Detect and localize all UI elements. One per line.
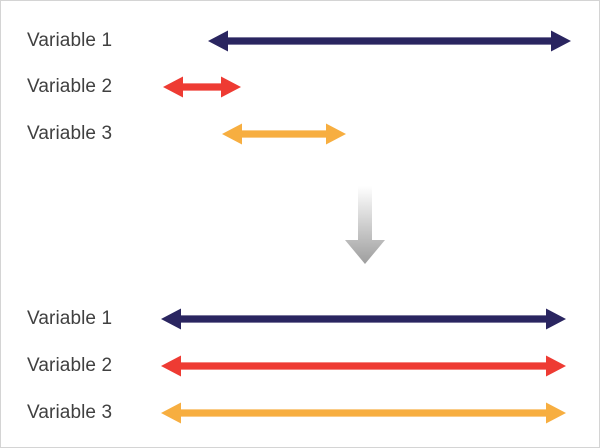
double-arrow-variable-3-bottom <box>161 402 566 424</box>
row-label-variable-2-bottom: Variable 2 <box>27 355 113 376</box>
row-label-variable-1-bottom: Variable 1 <box>27 308 113 329</box>
double-arrow-variable-1-top <box>208 30 571 52</box>
row-label-variable-1-top: Variable 1 <box>27 30 113 51</box>
row-label-variable-3-top: Variable 3 <box>27 123 113 144</box>
row-label-variable-3-bottom: Variable 3 <box>27 402 113 423</box>
double-arrow-variable-2-bottom <box>161 355 566 377</box>
double-arrow-variable-1-bottom <box>161 308 566 330</box>
down-arrow-gradient-icon <box>345 186 385 264</box>
double-arrow-variable-3-top <box>222 123 346 145</box>
row-label-variable-2-top: Variable 2 <box>27 76 113 97</box>
double-arrow-variable-2-top <box>163 76 241 98</box>
